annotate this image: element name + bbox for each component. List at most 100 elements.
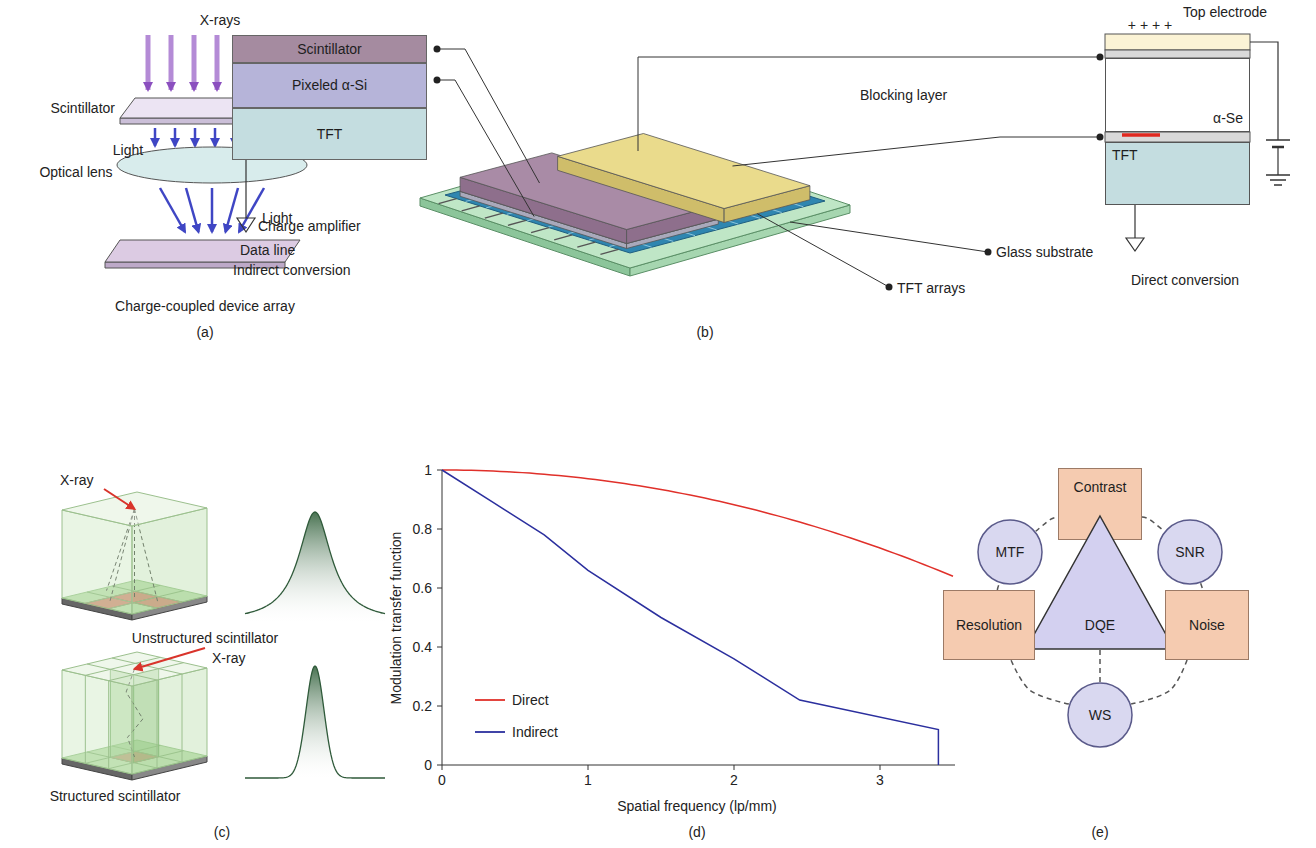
tick-label: 2 — [730, 772, 738, 789]
legend-line — [475, 731, 505, 733]
tick-mark — [437, 529, 442, 530]
ground-symbol — [1270, 179, 1286, 181]
layer-box: Scintillator — [232, 35, 427, 63]
charge-amplifier-symbol — [237, 218, 255, 232]
column-grid — [85, 675, 86, 763]
leader-dot — [1097, 54, 1104, 61]
dashed-connector — [1131, 660, 1187, 704]
legend-line — [475, 699, 505, 701]
dashed-connector — [1099, 650, 1101, 682]
layer-box: TFT — [232, 108, 427, 160]
data-line-lead — [485, 213, 503, 218]
ground-amplifier-symbol — [1126, 238, 1144, 251]
x-ray-arrow — [146, 35, 151, 90]
x-axis — [442, 765, 955, 766]
mtf-chart — [437, 470, 955, 770]
leader-dot — [886, 284, 893, 291]
bias-wire — [1250, 42, 1278, 140]
broad-spread-function — [245, 512, 385, 622]
tick-mark — [437, 588, 442, 589]
tick-label: 1 — [584, 772, 592, 789]
tick-label: 0.8 — [413, 521, 432, 538]
data-line-lead — [508, 220, 526, 225]
top-electrode — [1105, 34, 1250, 50]
dashed-connector — [1142, 517, 1164, 531]
blocking-layer — [1105, 132, 1250, 142]
charge-sign: + + + + — [1128, 17, 1172, 34]
tick-label: 0 — [438, 772, 446, 789]
part-label: Charge amplifier — [258, 218, 361, 235]
tick-label: 0 — [424, 757, 432, 774]
broad-spread-function-outline — [245, 512, 385, 614]
data-line-wire — [245, 160, 246, 218]
tick-mark — [880, 765, 881, 770]
direct-curve — [442, 470, 953, 576]
legend-swatch — [475, 723, 505, 741]
leader-line — [437, 49, 540, 183]
axis-title: Modulation transfer function — [388, 532, 405, 705]
dashed-connector — [1011, 660, 1069, 704]
light-arrow — [160, 188, 185, 232]
ground-wire — [1134, 205, 1135, 238]
node-text: SNR — [1175, 544, 1205, 561]
ray-label: Light — [113, 142, 143, 159]
panel-letter: (e) — [1091, 824, 1108, 841]
electrode-layer — [1105, 50, 1250, 58]
node-text: Resolution — [956, 617, 1022, 634]
caption-label: Structured scintillator — [50, 788, 181, 805]
part-label: Optical lens — [39, 164, 112, 181]
leader-dot — [1097, 134, 1104, 141]
tick-label: 0.2 — [413, 698, 432, 715]
caption-label: Direct conversion — [1131, 272, 1239, 289]
data-line-lead — [554, 235, 572, 240]
part-label: Top electrode — [1183, 4, 1267, 21]
node-text: TFT — [1112, 147, 1138, 164]
bias-wire — [1277, 147, 1278, 175]
node-text: α-Se — [1213, 110, 1243, 127]
ccd-array — [105, 240, 300, 262]
dashed-connector — [997, 583, 999, 590]
ground-symbol — [1274, 184, 1282, 186]
callout-label: TFT arrays — [897, 280, 965, 297]
battery-plate — [1266, 139, 1290, 141]
metric-box: Noise — [1165, 590, 1249, 660]
structured-scintillator — [62, 648, 207, 780]
side-face — [132, 668, 207, 774]
metric-circle: WS — [1067, 682, 1133, 748]
pixel-electrode — [1122, 133, 1160, 137]
circle-shape — [1158, 520, 1222, 584]
legend-label: Direct — [512, 692, 549, 708]
layer-box: α-Se — [1105, 58, 1250, 132]
leader-line — [757, 214, 889, 287]
leader-line — [437, 80, 534, 217]
dashed-connector — [1201, 583, 1203, 590]
x-ray-arrow — [104, 489, 135, 509]
circle-shape — [1068, 683, 1132, 747]
tick-mark — [437, 765, 442, 766]
callout-label: Glass substrate — [996, 244, 1093, 261]
dqe-triangle: DQE — [1025, 515, 1175, 650]
node-text: DQE — [1085, 617, 1115, 634]
part-label: Scintillator — [50, 100, 115, 117]
data-line-lead — [531, 228, 549, 233]
panel-letter: (d) — [688, 824, 705, 841]
light-arrow — [211, 188, 214, 232]
tick-mark — [437, 706, 442, 707]
ray-label: X-ray — [212, 650, 245, 667]
caption-label: Unstructured scintillator — [132, 630, 278, 647]
ray-label: X-ray — [60, 472, 93, 489]
tick-label: 0.4 — [413, 639, 432, 656]
dashed-connector — [1036, 517, 1058, 531]
part-label: Charge-coupled device array — [115, 298, 295, 315]
light-arrow — [194, 128, 197, 146]
x-ray-arrow — [169, 35, 174, 90]
tick-mark — [734, 765, 735, 770]
legend-swatch — [475, 691, 505, 709]
leader-dot — [434, 77, 441, 84]
x-ray-arrow — [192, 35, 197, 90]
light-arrow — [186, 188, 199, 232]
ground-symbol — [1266, 174, 1290, 176]
leader-dot — [434, 46, 441, 53]
circle-shape — [978, 520, 1042, 584]
tick-mark — [437, 470, 442, 471]
